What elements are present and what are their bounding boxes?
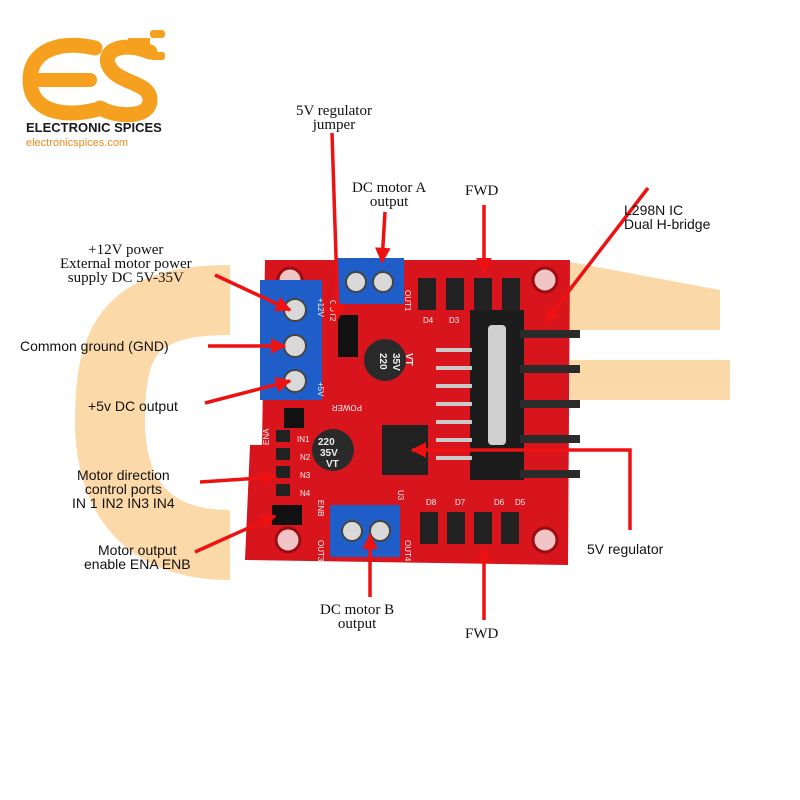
arrow-regulator-5v (410, 442, 632, 530)
arrow-l298n (543, 186, 650, 324)
arrow-5v-out (204, 376, 292, 405)
arrow-12v (214, 273, 292, 312)
brand-name: ELECTRONIC SPICES (26, 120, 162, 135)
arrow-direction (199, 470, 278, 486)
silk-in2: N2 (300, 453, 311, 462)
silk-d4: D4 (423, 316, 434, 325)
arrow-regulator-jumper (329, 132, 346, 320)
cap2-label-220: 220 (318, 437, 335, 448)
silk-d6: D6 (494, 498, 505, 507)
cap2-label-vt: VT (326, 459, 339, 470)
silk-12v: +12V (316, 298, 325, 318)
silk-in1: IN1 (297, 435, 310, 444)
silk-in3: N3 (300, 471, 311, 480)
callout-arrows (194, 132, 650, 620)
silk-d5: D5 (515, 498, 526, 507)
silk-d8: D8 (426, 498, 437, 507)
label-motor-enable: Motor output enable ENA ENB (84, 542, 191, 572)
label-regulator-jumper: 5V regulator jumper (296, 103, 372, 133)
silk-out4: OUT4 (403, 540, 412, 562)
capacitor-labels: 220 35V VT 220 35V VT (318, 353, 414, 470)
silk-d7: D7 (455, 498, 466, 507)
label-common-ground: Common ground (GND) (20, 338, 169, 354)
silk-d3: D3 (449, 316, 460, 325)
label-l298n: L298N IC Dual H-bridge (624, 202, 711, 232)
silk-out1: OUT1 (403, 290, 412, 312)
silk-enb: ENB (316, 500, 325, 516)
cap1-label-220: 220 (377, 353, 388, 370)
watermark (74, 260, 730, 580)
logo (22, 30, 165, 123)
silk-ena: ENA (262, 428, 271, 445)
label-5v-output: +5v DC output (88, 398, 178, 414)
arrow-motor-a (374, 211, 391, 264)
label-motor-b: DC motor B output (320, 602, 395, 632)
cap2-label-35v: 35V (320, 448, 338, 459)
label-motor-direction: Motor direction control ports IN 1 IN2 I… (72, 467, 175, 511)
brand-url[interactable]: electronicspices.com (26, 137, 129, 149)
silk-in4: N4 (300, 489, 311, 498)
arrow-enable (194, 514, 277, 554)
label-fwd-top: FWD (465, 183, 499, 199)
silk-out3: OUT3 (316, 540, 325, 562)
label-fwd-bottom: FWD (465, 626, 499, 642)
cap1-label-35v: 35V (390, 353, 401, 371)
label-12v-power: +12V power External motor power supply D… (60, 242, 192, 286)
silk-u3: U3 (396, 490, 405, 501)
cap1-label-vt: VT (403, 353, 414, 366)
label-motor-a: DC motor A output (352, 180, 427, 210)
silk-power: POWER (332, 403, 362, 412)
silk-5v: +5V (316, 382, 325, 397)
label-5v-regulator: 5V regulator (587, 541, 664, 557)
silk-out2: OUT2 (328, 300, 337, 322)
